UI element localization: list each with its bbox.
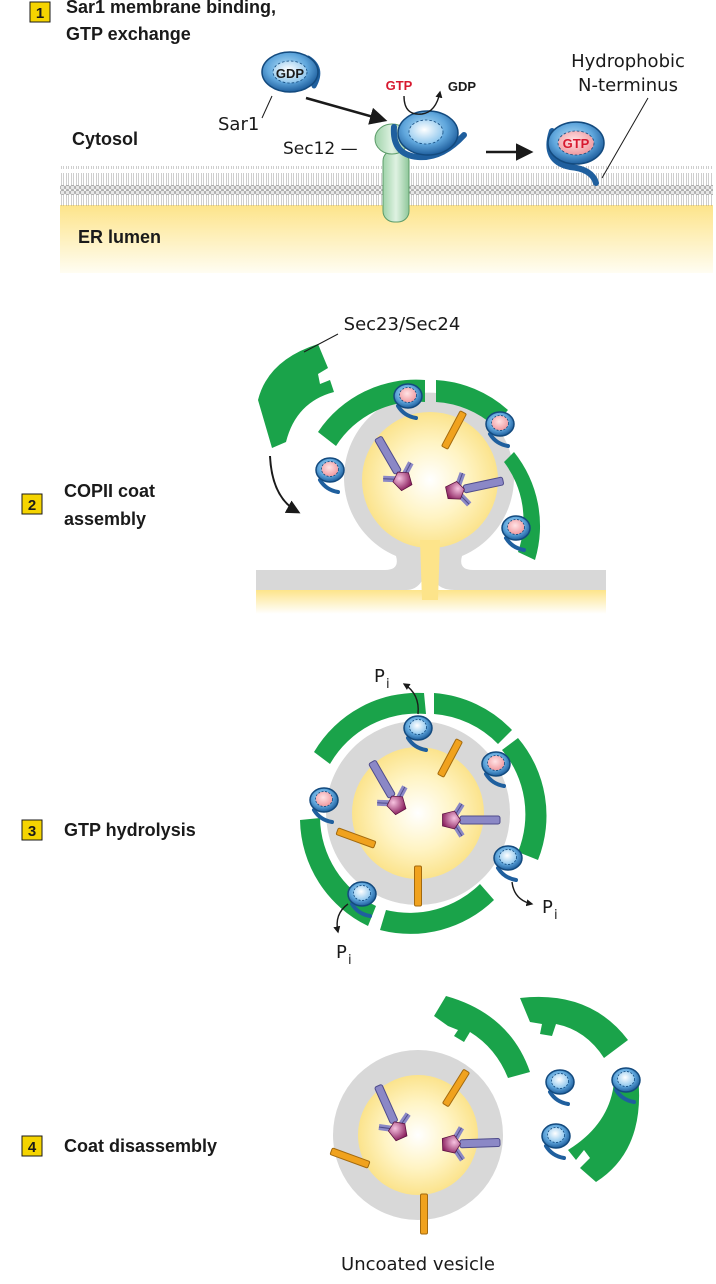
orange-rod-3c: [414, 865, 422, 907]
hydrophobic-label-line1: Hydrophobic: [571, 51, 685, 72]
sec23-24-label: Sec23/Sec24: [344, 314, 461, 335]
pi-label-right: P: [542, 897, 553, 918]
step-1-title-line1: Sar1 membrane binding,: [66, 0, 276, 17]
step-1: 1 Sar1 membrane binding, GTP exchange Cy…: [29, 0, 713, 273]
sar1-label: Sar1: [218, 114, 259, 135]
sar1-gdp-3d: [492, 844, 524, 882]
pi-sub-right: i: [554, 908, 558, 923]
step-4-badge: [21, 1135, 43, 1157]
sec23-24-free: [258, 344, 334, 448]
step-2: 2 COPII coat assembly Sec23/Sec24: [21, 314, 606, 614]
step-1-title-line2: GTP exchange: [66, 24, 191, 44]
step-3-badge: [21, 819, 43, 841]
pi-release-arrow-right: [511, 881, 534, 907]
gtp-label-bound: GTP: [563, 136, 590, 151]
exchange-arrow: [403, 90, 443, 115]
sar1-leader: [261, 95, 273, 119]
bud-neck-lumen: [420, 540, 440, 600]
uncoated-vesicle-label: Uncoated vesicle: [341, 1254, 495, 1275]
released-coat-2: [520, 996, 628, 1058]
pi-label-top: P: [374, 666, 385, 687]
sec12-label: Sec12 —: [283, 139, 358, 159]
sar1-gdp-free-4c: [540, 1122, 572, 1160]
gtp-label-incoming: GTP: [386, 78, 413, 93]
er-lumen-label: ER lumen: [78, 227, 161, 247]
gdp-label-on-sar1: GDP: [276, 66, 305, 81]
hydrophobic-label-line2: N-terminus: [578, 75, 678, 96]
step-1-number: 1: [36, 5, 44, 22]
sar1-gtp-2d: [314, 456, 346, 494]
step-4: 4 Coat disassembly Uncoated vesicle: [21, 996, 642, 1275]
pi-release-arrow-bottom: [333, 903, 349, 934]
pi-sub-bottom: i: [348, 953, 352, 968]
step-2-title-line1: COPII coat: [64, 481, 155, 501]
step-3-number: 3: [28, 823, 36, 840]
sar1-exchanging: [390, 110, 467, 161]
released-coat-3: [568, 1076, 640, 1182]
sar1-gtp-bound: [546, 121, 605, 186]
bud-lumen-core: [362, 412, 498, 548]
pi-release-arrow-top: [402, 683, 419, 715]
binding-arrow: [305, 96, 388, 125]
step-3-title-line1: GTP hydrolysis: [64, 820, 196, 840]
hydrophobic-leader: [601, 97, 649, 179]
pi-sub-top: i: [386, 677, 390, 692]
pi-label-bottom: P: [336, 942, 347, 963]
step-4-number: 4: [28, 1139, 37, 1156]
orange-rod-4c: [420, 1193, 428, 1235]
sec23-24-leader: [303, 333, 339, 353]
released-coat-1: [434, 996, 530, 1078]
sar1-gdp-free: [261, 51, 321, 93]
step-2-number: 2: [28, 497, 36, 514]
gdp-label-outgoing: GDP: [448, 79, 477, 94]
step-2-badge: [21, 493, 43, 515]
cytosol-label: Cytosol: [72, 129, 138, 149]
step-2-title-line2: assembly: [64, 509, 146, 529]
recruitment-arrow: [269, 455, 301, 514]
step-1-badge: [29, 1, 51, 23]
sar1-gdp-free-4a: [544, 1068, 576, 1106]
step-4-title-line1: Coat disassembly: [64, 1136, 217, 1156]
step-3: 3 GTP hydrolysis P i P i P i: [21, 666, 558, 968]
